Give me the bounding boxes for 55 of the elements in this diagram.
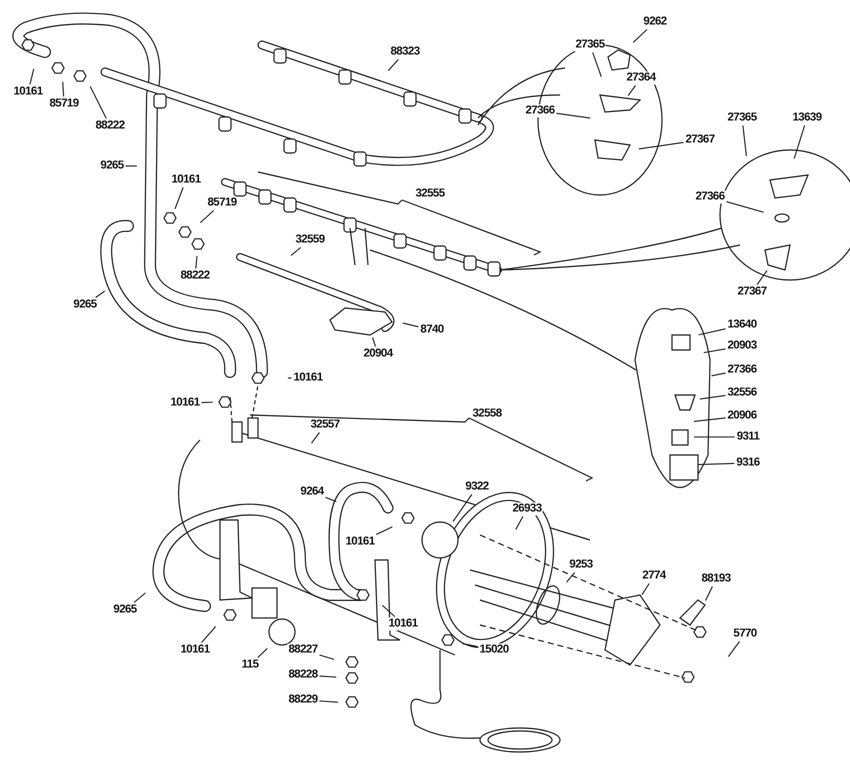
leader-line <box>290 247 302 256</box>
leader-line <box>452 494 472 522</box>
leader-line <box>742 125 747 156</box>
leader-line <box>698 328 726 336</box>
leader-line <box>711 372 726 376</box>
leader-line <box>195 256 198 269</box>
leader-line <box>638 142 684 150</box>
leader-line <box>628 85 636 96</box>
leader-line <box>794 125 806 159</box>
leader-line <box>592 52 602 77</box>
leader-line <box>29 68 34 85</box>
leader-line <box>694 417 726 422</box>
leader-line <box>126 165 137 167</box>
leader-line <box>694 436 735 438</box>
leader-line <box>90 86 107 119</box>
callout-number: 27365 <box>574 38 606 52</box>
leader-line <box>462 643 478 648</box>
leader-line <box>201 626 216 643</box>
leader-line <box>376 526 393 535</box>
leader-line <box>201 402 213 404</box>
callout-number: 26933 <box>512 502 542 516</box>
leader-line <box>402 322 419 328</box>
leader-line <box>515 516 524 530</box>
leader-line <box>319 654 334 660</box>
callout-number: 32555 <box>414 188 446 200</box>
callout-number: 27366 <box>524 104 556 118</box>
leader-line <box>288 377 292 379</box>
leader-line <box>319 676 336 678</box>
callout-number: 10161 <box>388 618 418 630</box>
leader-line <box>200 210 214 223</box>
leader-line <box>62 82 64 97</box>
leader-line <box>726 201 764 213</box>
leader-line <box>311 432 320 444</box>
leader-line <box>705 586 713 601</box>
leader-line <box>728 641 740 658</box>
callout-number: 27364 <box>626 72 656 84</box>
leader-line <box>388 59 399 72</box>
leader-line <box>632 29 648 43</box>
leader-line <box>372 337 376 347</box>
leader-line <box>704 348 726 354</box>
leader-line <box>319 700 338 703</box>
leader-line <box>95 290 105 298</box>
leader-line <box>382 604 396 617</box>
leader-line <box>566 572 576 582</box>
leader-line <box>134 592 146 603</box>
callout-number: 27366 <box>694 190 726 204</box>
leader-line <box>698 462 734 466</box>
leader-line <box>700 394 726 400</box>
leader-line <box>641 583 650 596</box>
leader-line <box>556 112 590 119</box>
leader-line <box>325 496 336 502</box>
callout-number: 32558 <box>472 408 502 420</box>
leader-line <box>257 648 268 658</box>
leader-line <box>174 187 184 210</box>
leader-line <box>756 270 768 285</box>
